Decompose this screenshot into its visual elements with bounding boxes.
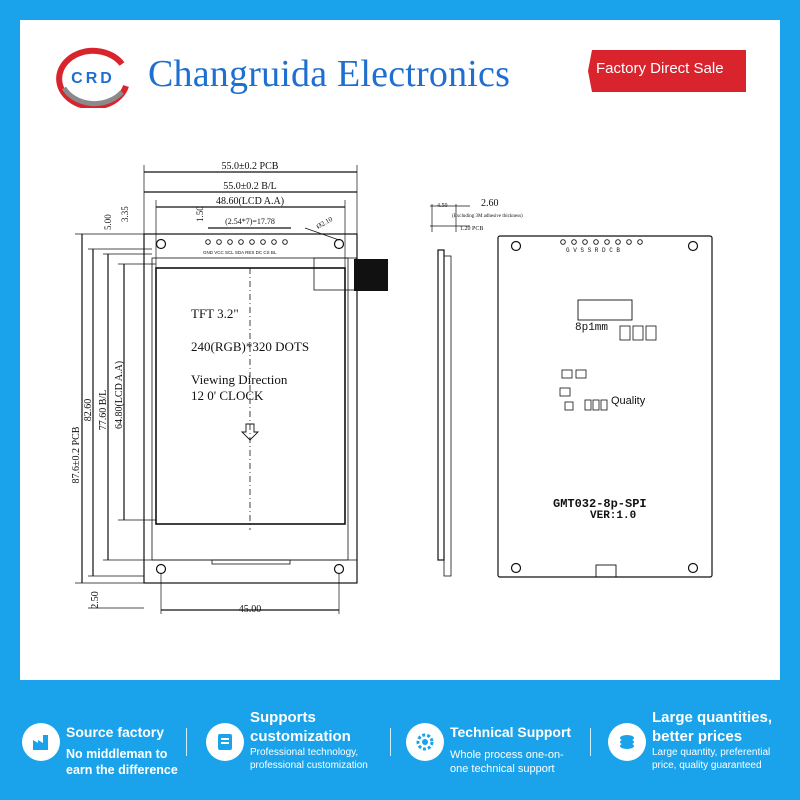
feature-title: Supports [250, 709, 316, 726]
model-label: GMT032-8p-SPI [553, 497, 647, 511]
feature-title: customization [250, 728, 351, 745]
dim-lcd-aa-width: 48.60(LCD A.A) [216, 196, 284, 207]
feature-desc: price, quality guaranteed [652, 760, 762, 771]
factory-icon [22, 723, 60, 761]
dim-bl-width: 55.0±0.2 B/L [223, 181, 277, 192]
crd-logo: CRD [56, 47, 129, 108]
front-pcb-outline [143, 233, 358, 584]
version-label: VER:1.0 [590, 510, 636, 522]
logo-text: CRD [71, 70, 115, 87]
dim-bottom-offset: 2.50 [90, 591, 101, 609]
dim-top-b: 3.35 [120, 206, 130, 222]
dim-thickness: 2.60 [481, 198, 499, 209]
feature-title: Large quantities, [652, 709, 773, 726]
feature-desc: Large quantity, preferential [652, 747, 771, 758]
feature-title: Source factory [66, 724, 165, 740]
drawing-canvas [20, 20, 780, 680]
customization-icon [206, 723, 244, 761]
flex-tail [354, 259, 388, 291]
gear-icon [406, 723, 444, 761]
dim-bl-height: 82.60 [83, 399, 94, 422]
dim-top-a: 5.00 [103, 214, 113, 230]
separator [186, 728, 187, 756]
screen-size: TFT 3.2" [191, 306, 239, 321]
pin-labels: GND VCC SCL SDA RES DC CS BL [203, 250, 277, 255]
feature-desc: Whole process one-on- [450, 749, 564, 761]
screen-resolution: 240(RGB)*320 DOTS [191, 339, 309, 354]
back-pin-labels: G V S S R D C B [566, 247, 620, 254]
badge-text: Factory Direct Sale [596, 60, 724, 77]
feature-desc: one technical support [450, 763, 555, 775]
mount-hole [155, 238, 167, 250]
dim-pcb-width: 55.0±0.2 PCB [222, 161, 279, 172]
dim-pcb-thickness: 1.20 PCB [460, 226, 483, 232]
fpc-connector [577, 299, 633, 321]
feature-desc: professional customization [250, 760, 368, 771]
side-view-pcb [437, 249, 445, 561]
feature-desc: Professional technology, [250, 747, 359, 758]
back-pcb-outline [497, 235, 713, 578]
feature-bar [0, 680, 800, 800]
connector-label: 8p1mm [575, 322, 608, 334]
viewing-direction-label: Viewing Direction [191, 372, 288, 387]
coins-icon [608, 723, 646, 761]
badge-ribbon [588, 50, 746, 92]
dim-hole-spacing: 45.00 [239, 604, 262, 615]
separator [590, 728, 591, 756]
dim-pin-offset: 1.50 [195, 206, 205, 222]
feature-desc: earn the difference [66, 763, 178, 777]
dim-bl-height2: 77.60 B/L [98, 390, 109, 431]
lcd-active-area [155, 267, 346, 525]
dim-lcd-aa-height: 64.80(LCD A.A) [114, 361, 125, 429]
mount-hole [333, 238, 345, 250]
dim-hole-dia: Ø2.10 [315, 215, 334, 231]
mount-hole [333, 563, 345, 575]
feature-title: better prices [652, 728, 743, 745]
technical-drawing: 55.0±0.2 PCB 55.0±0.2 B/L 48.60(LCD A.A)… [71, 161, 713, 615]
viewing-direction-value: 12 0' CLOCK [191, 388, 264, 403]
mount-hole [155, 563, 167, 575]
feature-title: Technical Support [450, 724, 572, 740]
dim-side-top: 4.50 [437, 203, 448, 209]
dim-pcb-height: 87.6±0.2 PCB [71, 426, 82, 483]
dim-pin-pitch: (2.54*7)=17.78 [225, 217, 275, 226]
quality-label: Quality [611, 395, 646, 407]
feature-desc: No middleman to [66, 747, 168, 761]
separator [390, 728, 391, 756]
brand-title: Changruida Electronics [148, 53, 511, 95]
dim-thickness-note: (Excluding 3M adhesive thickness) [452, 214, 523, 219]
